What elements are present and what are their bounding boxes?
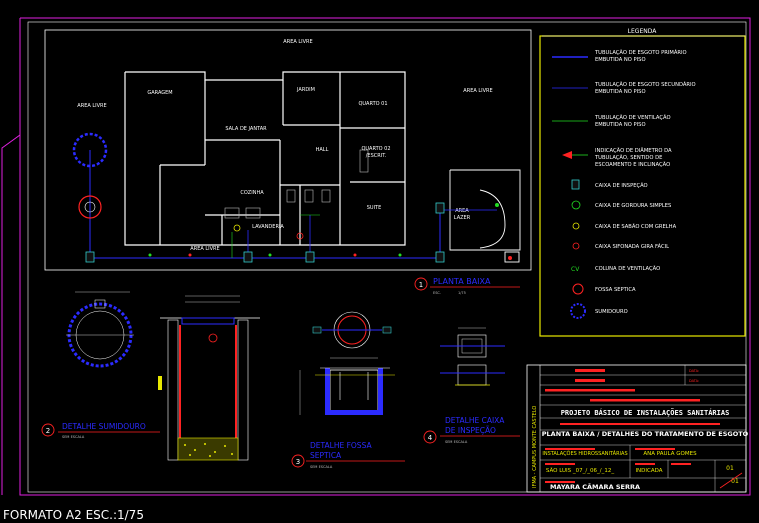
legend-diameter-symbol: [562, 151, 588, 159]
detail-title-sumidouro: 2 DETALHE SUMIDOURO SEM ESCALA: [41, 422, 160, 439]
fixtures: [224, 149, 369, 219]
legend-vent-column-icon: CV: [571, 266, 580, 273]
detail-sumidouro-scale: SEM ESCALA: [62, 435, 85, 439]
room-area-livre-right: AREA LIVRE: [463, 88, 492, 94]
room-quarto-01: QUARTO 01: [358, 101, 387, 107]
legend-item-4-line3: ESCOAMENTO E INCLINAÇÃO: [595, 161, 670, 168]
legend-item-11: SUMIDOURO: [595, 309, 628, 315]
legend-septic-tank-icon: [572, 283, 584, 295]
legend-item-1-line2: EMBUTIDA NO PISO: [595, 57, 646, 63]
title-block-location-date: SÃO LUIS _07_/_06_/_12_: [546, 467, 614, 474]
plan-number: 1: [419, 281, 423, 289]
title-block-author: ANA PAULA GOMES: [643, 451, 697, 457]
detail-sumidouro-title: DETALHE SUMIDOURO: [62, 422, 146, 431]
detail-fossa-title-1: DETALHE FOSSA: [310, 441, 372, 450]
floor-plan: AREA LIVRE AREA LIVRE AREA LIVRE AREA LI…: [44, 29, 532, 295]
legend-title: LEGENDA: [628, 28, 658, 35]
detail-fossa-num: 3: [296, 458, 300, 466]
legend-item-4-line1: INDICAÇÃO DE DIÂMETRO DA: [595, 147, 672, 154]
area-lazer-walls: [449, 169, 521, 263]
detail-sumidouro-section: [158, 295, 260, 461]
legend-box: LEGENDA CV TUBULAÇÃO DE ESGOTO PRIMÁRIO …: [539, 28, 746, 337]
room-area-lazer-2: LAZER: [454, 215, 471, 221]
room-suite: SUITE: [367, 205, 382, 211]
plan-scale-label: ESC.: [433, 291, 441, 295]
title-block-project-title: PROJETO BÁSICO DE INSTALAÇÕES SANITÁRIAS: [561, 408, 730, 417]
detail-caixa-title-1: DETALHE CAIXA: [445, 416, 505, 425]
detail-caixa-num: 4: [428, 434, 433, 442]
room-cozinha: COZINHA: [240, 190, 264, 196]
legend-item-7: CAIXA DE SABÃO COM GRELHA: [595, 223, 677, 230]
legend-item-4-line2: TUBULAÇÃO, SENTIDO DE: [594, 154, 662, 161]
legend-siphon-box-icon: [572, 242, 580, 250]
sheet-frame: [1, 17, 751, 496]
detail-title-fossa: 3 DETALHE FOSSA SEPTICA SEM ESCALA: [291, 441, 405, 469]
legend-item-2-line1: TUBULAÇÃO DE ESGOTO SECUNDÁRIO: [594, 81, 696, 88]
title-block-sheet-total: 01: [731, 478, 739, 485]
title-block-sheet-number: 01: [726, 465, 734, 472]
detail-sumidouro-plan: [66, 291, 134, 368]
legend-item-3-line1: TUBULAÇÃO DE VENTILAÇÃO: [594, 114, 671, 121]
title-block-data-label-1: DATA:: [689, 369, 699, 373]
detail-fossa-scale: SEM ESCALA: [310, 465, 333, 469]
detail-caixa-drawing: [440, 327, 505, 386]
room-hall: HALL: [316, 147, 329, 153]
plan-scale-value: 1/75: [458, 291, 466, 295]
legend-sumidouro-icon: [570, 303, 586, 319]
detail-fossa-title-2: SEPTICA: [310, 451, 342, 460]
legend-item-1-line1: TUBULAÇÃO DE ESGOTO PRIMÁRIO: [594, 49, 687, 56]
legend-item-10: FOSSA SEPTICA: [595, 287, 636, 293]
legend-item-9: COLUNA DE VENTILAÇÃO: [595, 265, 660, 272]
legend-inspection-box-icon: [571, 179, 580, 190]
format-label: FORMATO A2 ESC.:1/75: [3, 508, 144, 522]
title-block: IFMA - CAMPUS MONTE CASTELO DATA: DATA: …: [526, 364, 749, 493]
title-block-subject: INSTALAÇÕES HIDROSSANITÁRIAS: [542, 450, 627, 457]
room-escrit: /ESCRIT.: [366, 153, 387, 159]
legend-item-5: CAIXA DE INSPEÇÃO: [595, 182, 648, 189]
room-area-livre-bottom: AREA LIVRE: [190, 246, 219, 252]
detail-caixa-title-2: DE INSPEÇÃO: [445, 426, 496, 435]
title-block-scale: INDICADA: [635, 468, 662, 474]
room-lavanderia: LAVANDERIA: [252, 224, 284, 230]
title-block-data-label-2: DATA:: [689, 379, 699, 383]
room-jardim: JARDIM: [296, 87, 315, 93]
legend-grease-box-icon: [571, 200, 581, 210]
legend-item-8: CAIXA SIFONADA GIRA FÁCIL: [595, 243, 669, 250]
sewage-network: [72, 132, 512, 263]
detail-sumidouro-num: 2: [46, 427, 50, 435]
room-quarto-02: QUARTO 02: [361, 146, 390, 152]
room-area-lazer-1: AREA: [455, 208, 469, 214]
room-garagem: GARAGEM: [147, 90, 172, 96]
legend-item-3-line2: EMBUTIDA NO PISO: [595, 122, 646, 128]
room-area-livre-left: AREA LIVRE: [77, 103, 106, 109]
title-block-student: MAYARA CÂMARA SERRA: [550, 482, 640, 491]
title-block-side-label: IFMA - CAMPUS MONTE CASTELO: [532, 406, 538, 488]
room-sala-jantar: SALA DE JANTAR: [225, 126, 267, 132]
plan-title: 1 PLANTA BAIXA ESC. 1/75: [414, 277, 520, 295]
room-area-livre-top: AREA LIVRE: [283, 39, 312, 45]
title-block-sheet-title: PLANTA BAIXA / DETALHES DO TRATAMENTO DE…: [542, 430, 749, 438]
legend-soap-box-icon: [572, 222, 580, 230]
house-walls: [124, 71, 406, 246]
legend-item-2-line2: EMBUTIDA NO PISO: [595, 89, 646, 95]
legend-item-6: CAIXA DE GORDURA SIMPLES: [595, 203, 671, 209]
detail-fossa-drawing: [299, 311, 395, 415]
plan-title-text: PLANTA BAIXA: [433, 277, 491, 286]
detail-title-caixa: 4 DETALHE CAIXA DE INSPEÇÃO SEM ESCALA: [423, 416, 520, 444]
detail-caixa-scale: SEM ESCALA: [445, 440, 468, 444]
